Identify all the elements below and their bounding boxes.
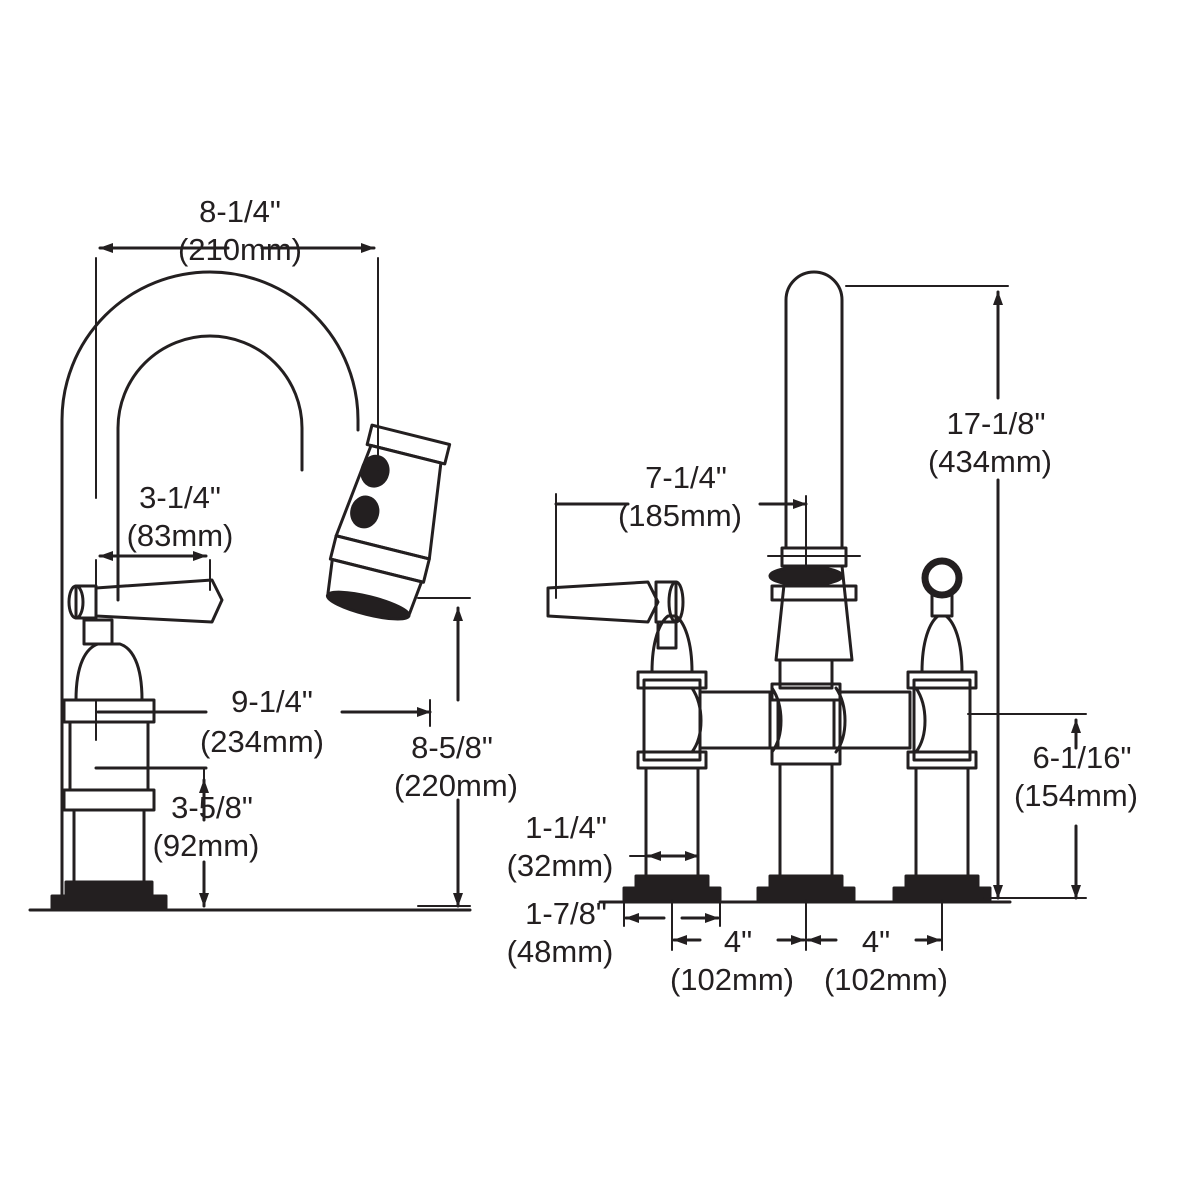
spray-aerator-face [325,590,411,621]
front-left-valve [546,580,722,902]
center-valve-collar-top [770,682,842,702]
label-bridge-height-imperial: 6-1/16" [1033,740,1132,775]
label-spout-offset-imperial: 7-1/4" [645,460,727,495]
side-view-base-column [50,642,168,910]
dim-spout-projection [95,699,432,741]
right-valve-bell [920,614,964,674]
center-escutcheon-base [756,886,856,902]
spray-collar-top [365,423,452,466]
spray-head [325,423,452,621]
escutcheon-base [50,894,168,910]
label-base-depth-imperial: 3-5/8" [171,790,253,825]
front-spout-band [770,584,858,602]
front-spout-collar-top [780,546,848,568]
spray-mode-button-upper [360,454,390,488]
bridge-tube-left [698,690,772,750]
spray-collar-mid [328,534,431,584]
right-valve-collar-bottom [906,750,978,770]
handle-end-cap [74,584,98,620]
label-handle-length-imperial: 3-1/4" [139,480,221,515]
dim-shank-diameter [629,851,700,877]
handle-end-ellipse [67,584,85,620]
label-center-spacing-left-metric: (102mm) [670,962,794,997]
right-escutcheon-ring [904,874,980,890]
right-escutcheon-base [892,886,992,902]
side-view-handle [67,578,224,646]
label-shank-diameter-imperial: 1-1/4" [525,810,607,845]
label-overall-height-imperial: 17-1/8" [947,406,1046,441]
label-base-diameter-metric: (48mm) [507,934,614,969]
label-spray-head-height-imperial: 8-5/8" [411,730,493,765]
left-handle-lever [546,580,660,624]
right-valve-body [912,678,972,762]
center-valve-shank [778,762,834,878]
spout-outer-profile [60,270,360,902]
dim-spout-reach [95,243,379,499]
spout-inner-profile [116,334,304,602]
handle-lever [94,578,224,624]
escutcheon-ring [64,880,154,898]
label-shank-diameter-metric: (32mm) [507,848,614,883]
right-valve-shank [914,766,970,878]
left-escutcheon-ring [634,874,710,890]
dim-spray-head-height [417,597,471,908]
dim-spout-offset [554,493,808,599]
label-spout-reach-metric: (210mm) [178,232,302,267]
label-base-depth-metric: (92mm) [153,828,260,863]
handle-stem [82,618,114,646]
label-base-diameter-imperial: 1-7/8" [525,896,607,931]
label-spout-projection-metric: (234mm) [200,724,324,759]
front-spout-body [774,564,854,662]
dimension-labels: 8-1/4" (210mm) 3-1/4" (83mm) 9-1/4" (234… [127,194,1138,997]
label-overall-height-metric: (434mm) [928,444,1052,479]
dim-center-spacing-right [806,899,943,951]
label-spout-reach-imperial: 8-1/4" [199,194,281,229]
left-escutcheon-base [622,886,722,902]
left-valve-shank [644,766,700,878]
center-valve-body [776,698,836,750]
front-right-valve [892,557,992,902]
base-bell [74,642,144,702]
left-valve-collar-bottom [636,750,708,770]
center-valve-collar-bottom [770,746,842,766]
dim-handle-length [95,551,211,601]
dim-base-diameter [623,899,721,927]
front-center-column [756,658,856,902]
dim-center-spacing-left [671,899,807,951]
label-spray-head-height-metric: (220mm) [394,768,518,803]
center-valve-top [778,658,834,690]
front-spout-shaft [784,270,844,550]
base-collar-lower [62,788,156,812]
label-center-spacing-right-metric: (102mm) [824,962,948,997]
left-handle-stem [656,620,678,650]
spray-mode-button-lower [350,495,380,529]
label-spout-projection-imperial: 9-1/4" [231,684,313,719]
label-spout-offset-metric: (185mm) [618,498,742,533]
base-body-upper [68,720,150,792]
label-bridge-height-metric: (154mm) [1014,778,1138,813]
label-center-spacing-left-imperial: 4" [724,924,752,959]
bridge-tube-right-end-b [914,686,927,754]
base-body-lower [72,808,146,884]
base-collar-upper [62,698,156,724]
right-handle-ring [921,557,963,599]
dim-overall-height [845,285,1009,900]
bridge-tube-right [838,690,912,750]
center-escutcheon-ring [768,874,844,890]
dim-base-depth [94,766,209,908]
label-center-spacing-right-imperial: 4" [862,924,890,959]
left-valve-body [642,678,702,762]
side-view-faucet [28,270,472,912]
front-view-faucet [546,270,1012,904]
dim-bridge-height [967,713,1087,900]
label-handle-length-metric: (83mm) [127,518,234,553]
